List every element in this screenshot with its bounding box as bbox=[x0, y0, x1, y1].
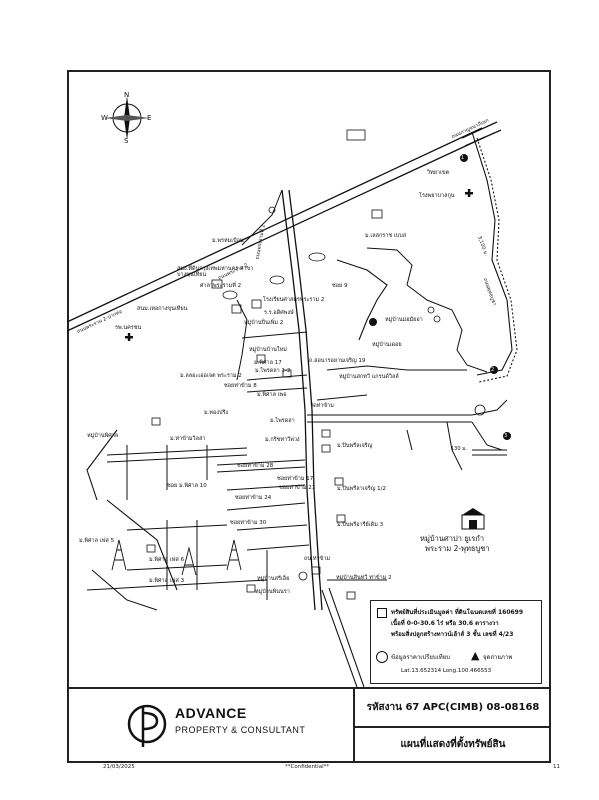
subject-icon bbox=[377, 608, 387, 618]
compass-w: W bbox=[101, 114, 108, 122]
label-kritsana: ม.กริชทาวีพ่วง่ bbox=[265, 437, 300, 443]
map-title: แผนที่แสดงที่ตั้งทรัพย์สิน bbox=[400, 739, 506, 750]
label-soi30: ซอยท่าข้าม 30 bbox=[230, 520, 267, 526]
compass-s: S bbox=[124, 137, 129, 145]
label-village-pinn: หมู่บ้านพินนรา bbox=[255, 589, 290, 595]
label-village-sakon: หมู่บ้านสกทวี แกรนด์วิลล์ bbox=[339, 374, 399, 380]
company-name: ADVANCE bbox=[175, 705, 247, 721]
label-soi-tha8: ซอยท่าข้าม 8 bbox=[224, 383, 257, 389]
compass-n: N bbox=[124, 91, 130, 99]
legend-photo-label: จุดถ่ายภาพ bbox=[483, 654, 513, 661]
label-school-top: วิทยาเขต bbox=[427, 170, 450, 176]
map-frame bbox=[67, 70, 551, 763]
job-code: รหัสงาน 67 APC(CIMB) 08-08168 bbox=[355, 689, 551, 728]
comparison-circle-icon bbox=[376, 651, 388, 663]
marker-1: 1 bbox=[461, 155, 465, 161]
label-lorm-rama2: ม.ลลอะเออเจต พระราม 2 bbox=[180, 373, 242, 379]
title-info-panel: รหัสงาน 67 APC(CIMB) 08-08168 แผนที่แสดง… bbox=[355, 689, 551, 763]
label-soi21: ซอยท่าข้าม 21 bbox=[279, 485, 316, 491]
label-road-19: ถ.ลอนารอยานเจริญ 19 bbox=[309, 358, 366, 364]
legend-circle-label: ข้อมูลราคาเปรียบเทียบ bbox=[391, 654, 451, 661]
label-phisan5: ม.พิศาล เฟส 5 bbox=[79, 538, 115, 544]
photo-point-icon: ▲ bbox=[471, 649, 480, 662]
footer-page: 11 bbox=[553, 764, 560, 770]
label-phet17: ม.พิศาล 17 bbox=[254, 360, 282, 366]
label-soi9: ซอย 9 bbox=[332, 283, 348, 289]
label-phisan3: ม.พิศาล เฟส 3 bbox=[149, 578, 185, 584]
property-info-box: ทรัพย์สินที่ประเมินมูลค่า ที่ดินโฉนดเลขท… bbox=[370, 600, 542, 684]
label-village-tanmai: หมู่บ้านบ้านใหม่ bbox=[249, 347, 287, 353]
label-village-right: หมู่บ้านม่อมัยอา bbox=[385, 317, 423, 323]
label-moo-pirlao: ม.พิศาล เพอ bbox=[257, 392, 287, 398]
label-phetmakam: ม.ไพรดลา 1-2 bbox=[255, 368, 291, 374]
label-phisan6: ม.พิศาล เฟส 6 bbox=[149, 557, 185, 563]
footer-date: 21/03/2025 bbox=[103, 764, 135, 770]
info-line-3: พร้อมสิ่งปลูกสร้างทาวน์เฮ้าส์ 3 ชั้น เลข… bbox=[391, 631, 514, 638]
label-rr-school: ร.ร.อดิศพงษ์ bbox=[264, 310, 294, 316]
label-temple-chai: วัดท่าข้าม bbox=[310, 403, 334, 409]
company-logo-panel: ADVANCE PROPERTY & CONSULTANT bbox=[67, 689, 355, 763]
label-temple: สมง.ที่ดินกรุงเทพมหานคร สาขาบางขุนเทียน bbox=[177, 266, 254, 278]
label-village-tonpeng: หมู่บ้านปิ่นเพิ่ม 2 bbox=[244, 320, 284, 326]
marker-2: 2 bbox=[491, 367, 495, 373]
location-map: วิทยาเขต โรงพยาบาลกูน ม.เลสกราช เบบส ซอย… bbox=[67, 70, 551, 687]
label-village-thakham2: หมู่บ้านสินทวี ท่าข้าม 2 bbox=[336, 575, 392, 581]
label-hospital-top: โรงพยาบาลกูน bbox=[419, 193, 455, 199]
label-phraila: ม.ไพรดลา bbox=[270, 418, 295, 424]
label-thakham-vid: ม.ท่าข้ามวิลล่า bbox=[170, 436, 206, 442]
map-roads bbox=[67, 96, 518, 687]
label-soi24: ซอยท่าข้าม 24 bbox=[235, 495, 272, 501]
subject-label-2: พระราม 2-พุทธบูชา bbox=[425, 544, 490, 553]
label-phong: ม.ทองปรีง bbox=[204, 410, 229, 416]
company-logo-icon bbox=[127, 704, 167, 747]
info-line-2: เนื้อที่ 0-0-30.6 ไร่ หรือ 30.6 ตารางวา bbox=[391, 620, 499, 627]
coords-label: Lat.13.652314 Long.100.466553 bbox=[401, 668, 492, 674]
label-village-sariy: หมู่บ้านสรีเอ็ย bbox=[257, 576, 290, 582]
marker-3: 3 bbox=[504, 433, 508, 439]
label-temple2: ศาลาพระรามที่ 2 bbox=[200, 283, 242, 289]
label-pin3: ม.ปินพรีอารีย์เดิม 3 bbox=[337, 522, 384, 528]
label-village-right2: หมู่บ้านเดอย bbox=[372, 342, 402, 348]
footer-confidential: **Confidential** bbox=[285, 764, 330, 770]
label-flat-a: ม.พรหมเบีอน bbox=[212, 238, 244, 244]
subject-label-1: หมู่บ้านศาปา ยูเรกำ bbox=[420, 534, 485, 543]
label-phisan10: ซอย ม.พิศาล 10 bbox=[167, 483, 207, 489]
label-village-phisan: หมู่บ้านพิศาล bbox=[87, 433, 119, 439]
label-hospital-left: รพ.นครชน bbox=[115, 325, 142, 331]
info-line-1: ทรัพย์สินที่ประเมินมูลค่า ที่ดินโฉนดเลขท… bbox=[391, 609, 524, 616]
label-school-rama: โรงเรียนศาสตรพระราม 2 bbox=[263, 297, 325, 303]
label-pin12: ม.ปินพรีลาเจริญ 1/2 bbox=[337, 486, 387, 492]
company-subtitle: PROPERTY & CONSULTANT bbox=[175, 725, 306, 735]
compass-rose bbox=[105, 96, 149, 140]
label-police: สนม.เทอกางขุนเทียน bbox=[137, 306, 188, 312]
label-soi28: ซอยท่าข้าม 28 bbox=[237, 463, 274, 469]
road-label-140: 130 ม. bbox=[451, 446, 468, 452]
label-tha-kham: ถน.ท่าข้าม bbox=[304, 556, 331, 562]
subject-marker bbox=[461, 508, 485, 530]
compass-e: E bbox=[147, 114, 152, 122]
label-area-bt: ม.เลสกราช เบบส bbox=[365, 233, 407, 239]
label-soi17: ซอยท่าข้าม 17 bbox=[277, 476, 314, 482]
label-pueng: ม.ปินพรีลเจริญ bbox=[337, 443, 373, 449]
title-block: ADVANCE PROPERTY & CONSULTANT รหัสงาน 67… bbox=[67, 687, 551, 763]
